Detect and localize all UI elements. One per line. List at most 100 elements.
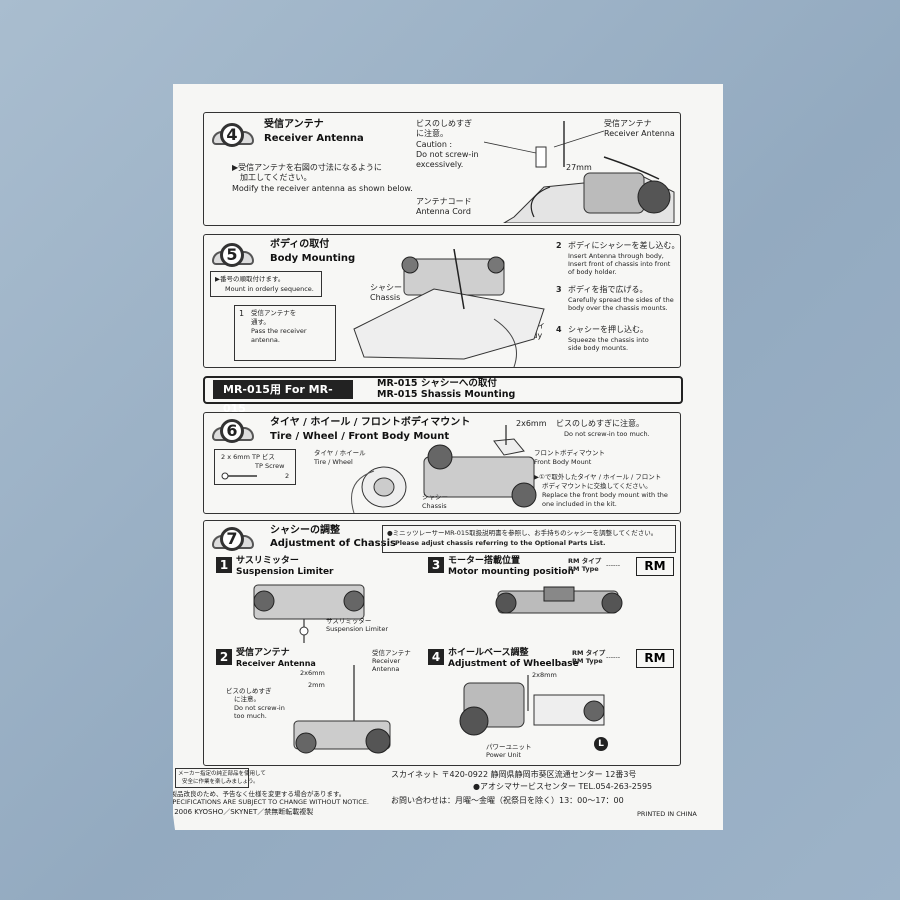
- dim-2mm: 2mm: [308, 681, 325, 689]
- sub1-num: 1: [216, 557, 232, 573]
- s7-caution-jp-2: に注意。: [234, 695, 260, 703]
- sec6-fbm-en: Front Body Mount: [534, 458, 592, 466]
- sub2-num: 2: [216, 649, 232, 665]
- sub4-en: Adjustment of Wheelbase: [448, 659, 579, 669]
- instruction-sheet: 4 受信アンテナ Receiver Antenna ▶受信アンテナを右図の寸法に…: [173, 84, 723, 830]
- sub1-en: Suspension Limiter: [236, 567, 334, 577]
- rm2-type-jp: RM タイプ: [572, 649, 606, 657]
- mr015-jp: MR-015 シャシーへの取付: [377, 378, 497, 389]
- body-mounting-illustration: [353, 249, 545, 367]
- s2-en-2: Insert front of chassis into front: [568, 260, 671, 268]
- sec6-tire-en: Tire / Wheel: [314, 458, 353, 466]
- sec4-antenna-jp: 受信アンテナ: [604, 119, 652, 128]
- sub4-jp: ホイールベース調整: [448, 648, 529, 658]
- sec6-title-en: Tire / Wheel / Front Body Mount: [270, 431, 450, 442]
- s7-caution-en-2: too much.: [234, 712, 267, 720]
- step-1-callout: 1 受信アンテナを 通す。 Pass the receiver antenna.: [234, 305, 336, 361]
- sec6-title-jp: タイヤ / ホイール / フロントボディマウント: [270, 417, 471, 428]
- sub2-jp: 受信アンテナ: [236, 648, 290, 658]
- step-6-badge: 6: [212, 417, 254, 447]
- rm2-label: RM: [636, 649, 674, 668]
- sec6-chassis-en: Chassis: [422, 502, 447, 510]
- s3-jp: ボディを指で広げる。: [568, 285, 648, 294]
- sec6-caution-jp: ビスのしめすぎに注意。: [556, 419, 644, 428]
- sub4-num: 4: [428, 649, 444, 665]
- sec5-title-jp: ボディの取付: [270, 239, 330, 250]
- suspension-illustration: [253, 584, 365, 643]
- sec4-caution-jp-1: ビスのしめすぎ: [416, 119, 472, 128]
- sec6-note-en-2: one included in the kit.: [542, 500, 617, 508]
- s2-en-1: Insert Antenna through body,: [568, 252, 664, 260]
- section-6-tire-wheel: 6 タイヤ / ホイール / フロントボディマウント Tire / Wheel …: [203, 412, 681, 514]
- sec4-caution-en-2: Do not screw-in: [416, 150, 479, 159]
- footer-service: ●アオシマサービスセンター TEL.054-263-2595: [473, 782, 653, 791]
- s4-en-2: side body mounts.: [568, 344, 629, 352]
- sec4-cord-jp: アンテナコード: [416, 197, 472, 206]
- step-5-badge: 5: [212, 241, 254, 271]
- sec6-tire-jp: タイヤ / ホイール: [314, 449, 366, 457]
- sec4-cord-en: Antenna Cord: [416, 207, 471, 216]
- warning-box: メーカー指定の純正部品を使用して 安全に作業を楽しみましょう。: [175, 768, 266, 788]
- tire-chassis-illustration: [351, 425, 537, 513]
- sec5-chassis-en: Chassis: [370, 293, 401, 302]
- footer-hours: お問い合わせは：月曜～金曜（祝祭日を除く）13：00～17：00: [391, 796, 624, 805]
- sec4-title-jp: 受信アンテナ: [264, 119, 324, 130]
- sec6-note-jp-2: ボディマウントに交換してください。: [542, 482, 652, 490]
- sub1-jp: サスリミッター: [236, 556, 299, 566]
- footer-spec-jp: ※製品改良のため、予告なく仕様を変更する場合があります。: [165, 790, 346, 798]
- sec4-dim: 27mm: [566, 163, 592, 172]
- sec6-caution-en: Do not screw-in too much.: [564, 430, 650, 438]
- ant-en-1: Receiver: [372, 657, 401, 665]
- mr015-en: MR-015 Shassis Mounting: [377, 389, 516, 400]
- sec4-caution-en-1: Caution :: [416, 140, 453, 149]
- sec4-note-jp-2: 加工してください。: [240, 173, 312, 182]
- s7-caution-jp-1: ビスのしめすぎ: [226, 687, 272, 695]
- section-7-chassis-adjustment: 7 シャシーの調整 Adjustment of Chassis ●ミニッツレーサ…: [203, 520, 681, 766]
- motor-position-illustration: [495, 586, 623, 614]
- dim-2x6: 2x6mm: [300, 669, 325, 677]
- ant-en-2: Antenna: [372, 665, 400, 673]
- pu-jp: パワーユニット: [486, 743, 532, 751]
- step-4-badge: 4: [212, 121, 254, 151]
- rm-type-jp: RM タイプ: [568, 557, 602, 565]
- sec4-caution-en-3: excessively.: [416, 160, 464, 169]
- s2-jp: ボディにシャシーを差し込む。: [568, 241, 680, 250]
- sec4-note-jp-1: ▶受信アンテナを右図の寸法になるように: [232, 163, 382, 172]
- sec6-note-jp-1: ▶①で取外したタイヤ / ホイール / フロント: [534, 473, 662, 481]
- sec7-note-box: ●ミニッツレーサーMR-015取扱説明書を参照し、お手持ちのシャシーを調整してく…: [382, 525, 676, 553]
- step-7-badge: 7: [212, 525, 254, 555]
- mr015-label: MR-015用 For MR-015: [213, 380, 353, 415]
- sec5-title-en: Body Mounting: [270, 253, 356, 264]
- s4-jp: シャシーを押し込む。: [568, 325, 648, 334]
- rm2-type-en: RM Type: [572, 657, 603, 665]
- section-4-receiver-antenna: 4 受信アンテナ Receiver Antenna ▶受信アンテナを右図の寸法に…: [203, 112, 681, 226]
- s7-caution-en-1: Do not screw-in: [234, 704, 285, 712]
- sec6-note-en-1: Replace the front body mount with the: [542, 491, 668, 499]
- susp-jp: サスリミッター: [326, 617, 372, 625]
- antenna-mount-illustration: [293, 665, 391, 754]
- mount-order-note: ▶番号の順取付けます。 Mount in orderly sequence.: [210, 271, 322, 297]
- l-mark: L: [594, 737, 608, 751]
- susp-en: Suspension Limiter: [326, 625, 389, 633]
- s2-num: 2: [556, 241, 562, 250]
- screw-spec-box: 2 x 6mm TP ビス TP Screw 2: [214, 449, 296, 485]
- sub3-jp: モーター搭載位置: [448, 556, 521, 566]
- footer-copyright: © 2006 KYOSHO／SKYNET／禁無断転載複製: [165, 808, 314, 816]
- sub3-num: 3: [428, 557, 444, 573]
- sec7-title-en: Adjustment of Chassis: [270, 538, 396, 549]
- sec7-title-jp: シャシーの調整: [270, 525, 340, 536]
- sec4-title-en: Receiver Antenna: [264, 133, 364, 144]
- footer-company: スカイネット 〒420-0922 静岡県静岡市葵区流通センター 12番3号: [391, 770, 637, 779]
- rm-label: RM: [636, 557, 674, 576]
- s3-en-2: body over the chassis mounts.: [568, 304, 668, 312]
- sec6-chassis-jp: シャシー: [422, 493, 448, 501]
- rm-type-en: RM Type: [568, 565, 599, 573]
- s2-en-3: of body holder.: [568, 268, 617, 276]
- mr015-band: MR-015用 For MR-015 MR-015 シャシーへの取付 MR-01…: [203, 376, 683, 415]
- dim-2x8: 2x8mm: [532, 671, 557, 679]
- s3-en-1: Carefully spread the sides of the: [568, 296, 674, 304]
- antenna-illustration: [484, 121, 675, 223]
- s4-num: 4: [556, 325, 562, 334]
- section-5-body-mounting: 5 ボディの取付 Body Mounting ▶番号の順取付けます。 Mount…: [203, 234, 681, 368]
- sec5-chassis-jp: シャシー: [370, 283, 402, 292]
